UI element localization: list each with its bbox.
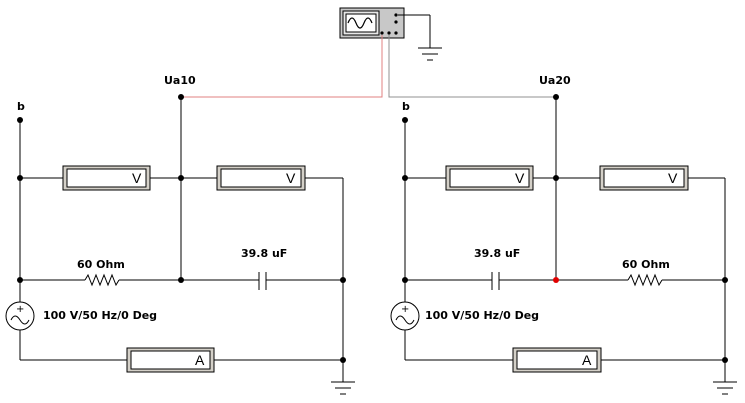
right-voltmeter-1[interactable]: V: [445, 165, 534, 191]
left-voltmeter-1-label: V: [132, 170, 142, 186]
left-resistor-label: 60 Ohm: [77, 258, 125, 271]
left-node-b-label: b: [17, 100, 25, 113]
left-voltmeter-2[interactable]: V: [216, 165, 306, 191]
left-circuit: + V V A b: [5, 74, 355, 395]
right-node-b-label: b: [402, 100, 410, 113]
left-source-sign: +: [16, 304, 24, 315]
oscilloscope-ground: [398, 14, 442, 61]
probe-wires: [181, 35, 556, 98]
right-source-label: 100 V/50 Hz/0 Deg: [425, 309, 539, 322]
oscilloscope[interactable]: [339, 7, 405, 39]
right-ammeter-label: A: [582, 352, 592, 368]
right-voltmeter-1-label: V: [515, 170, 525, 186]
left-voltmeter-1[interactable]: V: [62, 165, 151, 191]
right-circuit: + V V A b Ua20 39.8 uF 60: [390, 74, 737, 395]
right-capacitor-label: 39.8 uF: [474, 247, 520, 260]
sine-wave-icon: [347, 17, 373, 29]
right-node-ua-label: Ua20: [539, 74, 571, 87]
right-voltmeter-2-label: V: [668, 170, 678, 186]
left-ac-source[interactable]: +: [5, 301, 35, 331]
left-capacitor-label: 39.8 uF: [241, 247, 287, 260]
left-ammeter-label: A: [195, 352, 205, 368]
left-source-label: 100 V/50 Hz/0 Deg: [43, 309, 157, 322]
right-source-sign: +: [401, 304, 409, 315]
right-junctions: [402, 94, 728, 363]
right-resistor-label: 60 Ohm: [622, 258, 670, 271]
right-ac-source[interactable]: +: [390, 301, 420, 331]
left-ammeter[interactable]: A: [126, 347, 215, 373]
left-node-ua-label: Ua10: [164, 74, 196, 87]
right-highlight-junction: [553, 277, 559, 283]
right-voltmeter-2[interactable]: V: [599, 165, 689, 191]
left-voltmeter-2-label: V: [286, 170, 296, 186]
right-ammeter[interactable]: A: [512, 347, 602, 373]
left-junctions: [17, 94, 346, 363]
